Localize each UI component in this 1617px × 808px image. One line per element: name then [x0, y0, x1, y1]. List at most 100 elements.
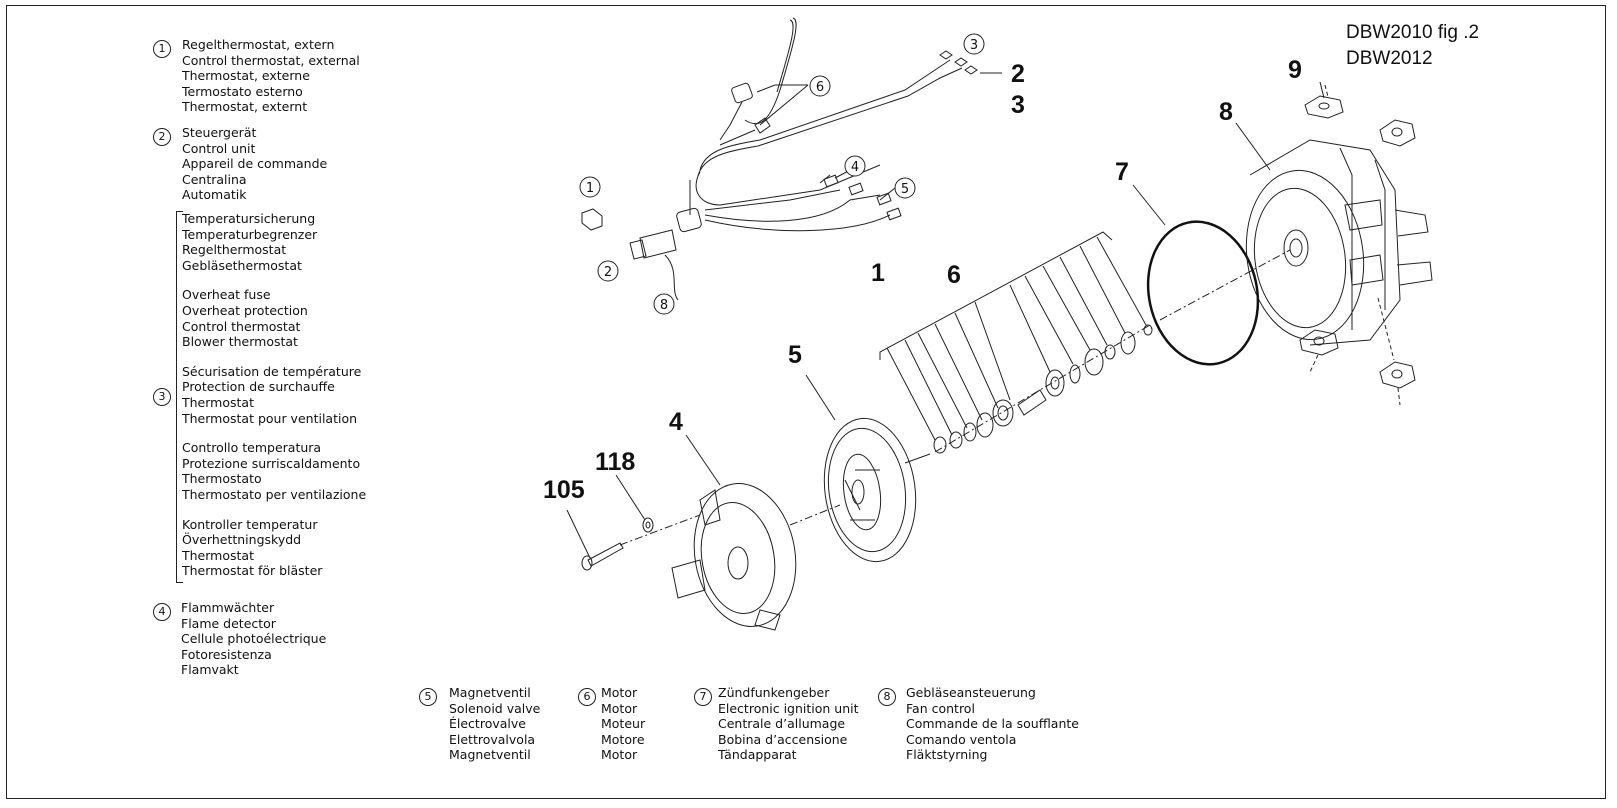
wiring-harness	[581, 17, 978, 301]
wiring-callout-8: 8	[660, 298, 668, 313]
wiring-callout-5: 5	[901, 182, 909, 197]
legend-number-3: 3	[153, 388, 171, 406]
legend-3-line: Protection de surchauffe	[182, 379, 335, 395]
legend-6-line: Moteur	[601, 716, 646, 732]
legend-2-line: Control unit	[182, 140, 256, 156]
legend-1-line: Termostato esterno	[182, 83, 303, 99]
figure-frame	[6, 5, 1606, 799]
legend-6-line: Motor	[601, 747, 638, 763]
part-callout-8: 8	[1219, 98, 1233, 126]
bearing-leader-lines	[879, 231, 1147, 441]
legend-8-line: Gebläseansteuerung	[906, 685, 1036, 700]
part-callout-3: 3	[1011, 91, 1025, 119]
legend-3-line: Thermostat	[182, 547, 254, 563]
legend-3-line: Controllo temperatura	[182, 440, 322, 456]
figure-title: DBW2010 fig .2 DBW2012	[1346, 20, 1479, 72]
washer-118	[642, 517, 654, 533]
legend-7-line: Zündfunkengeber	[718, 685, 830, 700]
legend-1-line: Control thermostat, external	[182, 52, 360, 68]
mounting-feet	[1299, 84, 1416, 406]
legend-5-line: Elettrovalvola	[449, 731, 536, 747]
legend-4-line: Flame detector	[181, 615, 276, 631]
part-callout-1: 1	[871, 259, 885, 287]
legend-8-line: Fläktstyrning	[906, 747, 988, 763]
legend-item-6: Motor Motor Moteur Motore Motor	[601, 685, 645, 763]
legend-8-line: Fan control	[906, 700, 975, 716]
legend-number-4: 4	[153, 603, 171, 621]
screw-105	[581, 542, 624, 571]
legend-7-line: Bobina d’accensione	[718, 731, 848, 747]
legend-4-line: Fotoresistenza	[181, 646, 272, 662]
legend-2-line: Appareil de commande	[182, 156, 328, 172]
wiring-callout-1: 1	[586, 181, 594, 196]
legend-3-line: Thermostato	[182, 471, 262, 487]
legend-3-line: Overheat protection	[182, 302, 308, 318]
legend-3-line: Kontroller temperatur	[182, 516, 318, 532]
legend-7-line: Electronic ignition unit	[718, 700, 859, 716]
legend-item-5: Magnetventil Solenoid valve Électrovalve…	[449, 685, 540, 763]
legend-number-5: 5	[419, 688, 437, 706]
wiring-callout-circles: 1 2 3 4 5 6 8	[579, 33, 985, 315]
legend-7-line: Centrale d’allumage	[718, 716, 846, 732]
figure-title-line1: DBW2010 fig .2	[1346, 22, 1480, 43]
legend-8-line: Commande de la soufflante	[906, 716, 1079, 732]
legend-1-line: Thermostat, externt	[182, 99, 308, 115]
legend-5-line: Solenoid valve	[449, 700, 541, 716]
legend-4-line: Cellule photoélectrique	[181, 631, 327, 647]
fan-disc	[823, 417, 931, 563]
legend-item-8: Gebläseansteuerung Fan control Commande …	[906, 685, 1079, 763]
legend-3-line: Gebläsethermostat	[182, 257, 302, 273]
legend-3-line: Temperaturbegrenzer	[182, 226, 318, 242]
legend-5-line: Magnetventil	[449, 685, 531, 700]
legend-4-line: Flammwächter	[181, 600, 275, 615]
legend-7-line: Tändapparat	[718, 747, 797, 763]
burner-housing	[1245, 139, 1433, 346]
legend-3-line: Thermostat pour ventilation	[182, 410, 358, 426]
legend-3-line: Överhettningskydd	[182, 532, 302, 548]
part-callout-5: 5	[788, 341, 802, 369]
part-callout-9: 9	[1288, 56, 1302, 84]
legend-3-line: Thermostat för bläster	[182, 563, 323, 579]
wiring-callout-2: 2	[604, 265, 612, 280]
legend-item-1: Regelthermostat, extern Control thermost…	[182, 37, 360, 115]
part-callout-7: 7	[1115, 158, 1129, 186]
wiring-callout-4: 4	[851, 160, 859, 175]
o-ring	[1146, 220, 1260, 366]
legend-2-line: Centralina	[182, 171, 247, 187]
legend-number-6: 6	[578, 688, 596, 706]
motor-housing	[671, 483, 797, 631]
legend-5-line: Électrovalve	[449, 716, 526, 732]
legend-3-line: Blower thermostat	[182, 334, 298, 350]
legend-3-bracket	[176, 211, 183, 583]
legend-3-line: Overheat fuse	[182, 287, 271, 303]
motor-bearing-parts	[933, 324, 1153, 454]
legend-3-line: Protezione surriscaldamento	[182, 455, 361, 471]
legend-3-line: Thermostato per ventilazione	[182, 486, 367, 502]
part-callout-2: 2	[1011, 60, 1025, 88]
callout-leaders	[566, 72, 1325, 559]
legend-6-line: Motor	[601, 700, 638, 716]
legend-number-7: 7	[694, 688, 712, 706]
legend-2-line: Steuergerät	[182, 125, 257, 140]
legend-number-1: 1	[153, 40, 171, 58]
legend-1-line: Thermostat, externe	[182, 68, 310, 84]
legend-item-4: Flammwächter Flame detector Cellule phot…	[181, 600, 326, 678]
legend-3-line: Thermostat	[182, 394, 254, 410]
figure-title-line2: DBW2012	[1346, 48, 1433, 69]
legend-item-2: Steuergerät Control unit Appareil de com…	[182, 125, 327, 203]
part-callout-118: 118	[595, 448, 635, 476]
legend-number-8: 8	[878, 688, 896, 706]
legend-5-line: Magnetventil	[449, 747, 531, 763]
legend-item-7: Zündfunkengeber Electronic ignition unit…	[718, 685, 859, 763]
part-callout-4: 4	[669, 408, 683, 436]
legend-3-line: Sécurisation de température	[182, 363, 362, 379]
part-callout-6: 6	[947, 261, 961, 289]
legend-3-line: Control thermostat	[182, 318, 301, 334]
part-callout-105: 105	[543, 476, 585, 504]
wiring-callout-6: 6	[816, 80, 824, 95]
part-callouts: 2 3 9 8 7 1 6 5 4 118 105	[543, 56, 1302, 504]
legend-item-3: Temperatursicherung Temperaturbegrenzer …	[182, 211, 366, 579]
wiring-callout-3: 3	[970, 38, 978, 53]
legend-1-line: Regelthermostat, extern	[182, 37, 335, 52]
